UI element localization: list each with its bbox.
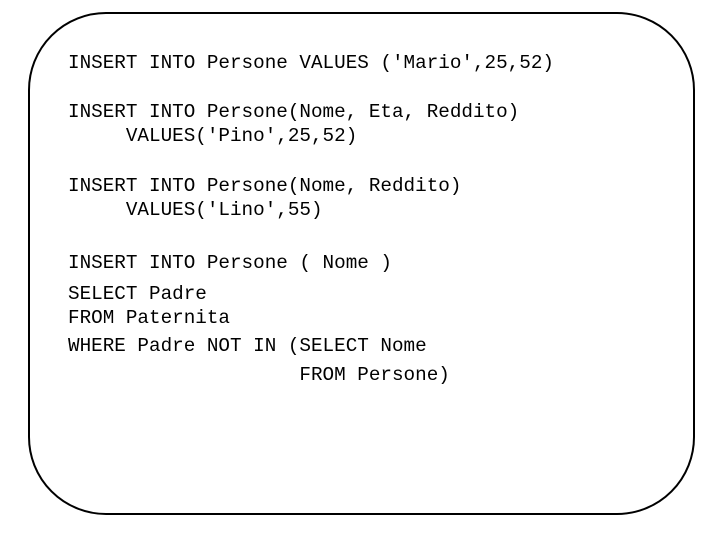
code-line-from-paternita: FROM Paternita — [68, 307, 230, 329]
code-line-values-pino: VALUES('Pino',25,52) — [68, 125, 358, 147]
code-line-insert-columns-lino: INSERT INTO Persone(Nome, Reddito) — [68, 175, 462, 197]
code-line-values-lino: VALUES('Lino',55) — [68, 199, 323, 221]
code-line-insert-nome: INSERT INTO Persone ( Nome ) — [68, 252, 392, 274]
slide-rounded-border-frame: INSERT INTO Persone VALUES ('Mario',25,5… — [28, 12, 695, 515]
code-line-from-persone: FROM Persone) — [68, 364, 450, 386]
code-line-insert-values-mario: INSERT INTO Persone VALUES ('Mario',25,5… — [68, 52, 554, 74]
code-line-select-padre: SELECT Padre — [68, 283, 207, 305]
code-line-where-not-in: WHERE Padre NOT IN (SELECT Nome — [68, 335, 427, 357]
code-line-insert-columns-pino: INSERT INTO Persone(Nome, Eta, Reddito) — [68, 101, 520, 123]
